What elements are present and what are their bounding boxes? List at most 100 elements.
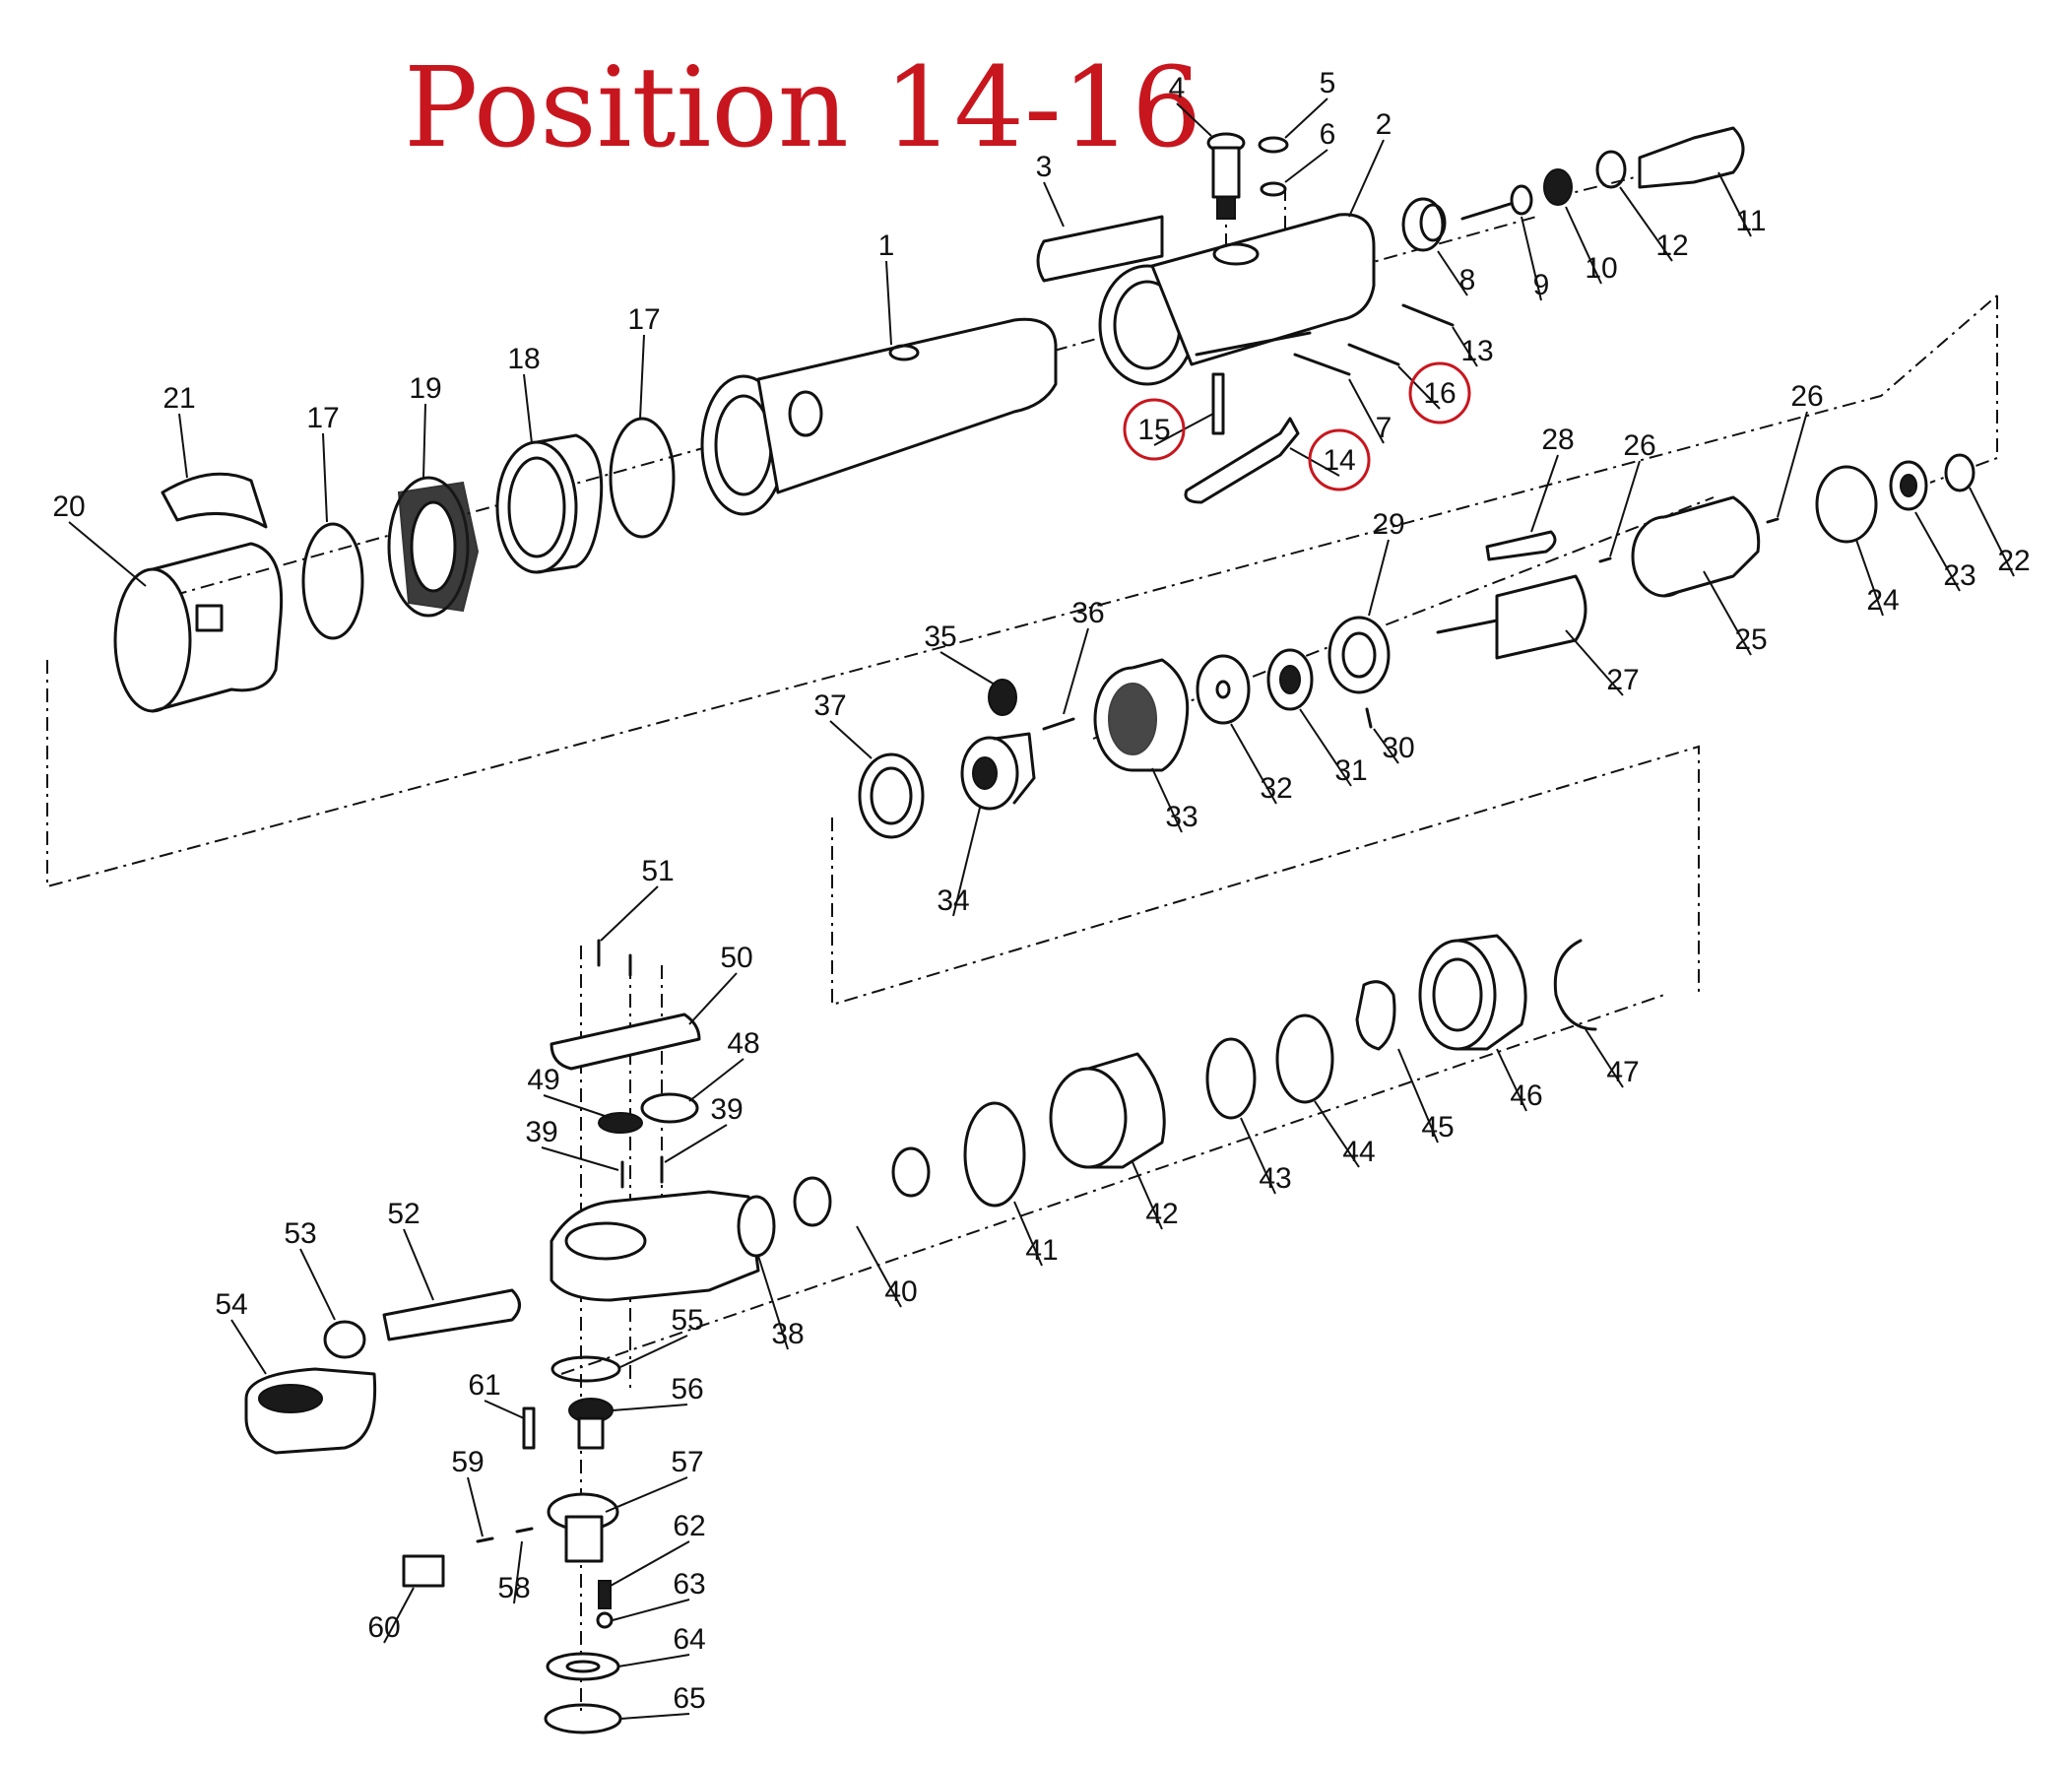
part-label-38[interactable]: 38	[771, 1318, 804, 1350]
part-label-42[interactable]: 42	[1145, 1198, 1178, 1230]
part-label-49[interactable]: 49	[527, 1064, 559, 1096]
part-52-drive-shaft	[382, 1288, 521, 1341]
part-label-60[interactable]: 60	[367, 1611, 400, 1644]
part-label-17[interactable]: 17	[306, 402, 339, 434]
part-label-15[interactable]: 15	[1137, 414, 1170, 446]
leader-line-49	[543, 1094, 612, 1119]
leader-line-29	[1368, 539, 1390, 617]
part-label-2[interactable]: 2	[1376, 108, 1392, 141]
part-label-63[interactable]: 63	[673, 1568, 705, 1601]
part-7-pin	[1293, 353, 1351, 376]
part-58-59-spring-ball	[476, 1527, 534, 1543]
part-15-pin	[1211, 372, 1225, 435]
leader-line-43	[1240, 1117, 1276, 1195]
part-35-planet-gear	[988, 679, 1017, 716]
part-17-o-ring-left	[301, 522, 364, 640]
part-label-56[interactable]: 56	[671, 1373, 703, 1405]
part-label-21[interactable]: 21	[162, 382, 195, 415]
part-label-36[interactable]: 36	[1071, 597, 1104, 629]
leader-line-7	[1348, 378, 1385, 444]
part-label-20[interactable]: 20	[52, 490, 85, 523]
part-label-13[interactable]: 13	[1460, 335, 1493, 367]
leader-line-63	[612, 1599, 690, 1621]
part-label-3[interactable]: 3	[1036, 151, 1053, 183]
part-3-label-plate	[1036, 215, 1164, 283]
part-label-52[interactable]: 52	[387, 1198, 420, 1230]
part-label-33[interactable]: 33	[1165, 801, 1198, 833]
part-label-64[interactable]: 64	[673, 1623, 705, 1656]
part-label-35[interactable]: 35	[924, 621, 956, 653]
part-label-65[interactable]: 65	[673, 1682, 705, 1715]
part-label-55[interactable]: 55	[671, 1304, 703, 1337]
part-label-26[interactable]: 26	[1623, 429, 1655, 462]
leader-line-12	[1619, 186, 1673, 262]
part-label-24[interactable]: 24	[1866, 584, 1899, 617]
part-label-27[interactable]: 27	[1606, 664, 1639, 696]
part-label-11[interactable]: 11	[1735, 205, 1766, 237]
part-label-5[interactable]: 5	[1320, 67, 1336, 99]
part-label-58[interactable]: 58	[497, 1572, 530, 1604]
leader-line-18	[523, 373, 533, 444]
part-20-front-housing	[113, 542, 284, 713]
part-label-6[interactable]: 6	[1320, 118, 1336, 151]
part-label-19[interactable]: 19	[409, 372, 441, 405]
part-label-45[interactable]: 45	[1421, 1111, 1454, 1144]
part-label-7[interactable]: 7	[1376, 412, 1392, 444]
leader-line-35	[939, 651, 996, 686]
part-label-57[interactable]: 57	[671, 1446, 703, 1478]
part-label-46[interactable]: 46	[1510, 1079, 1542, 1112]
leader-line-41	[1013, 1201, 1043, 1267]
part-14-trigger	[1184, 417, 1300, 504]
part-label-32[interactable]: 32	[1260, 772, 1292, 805]
part-label-28[interactable]: 28	[1541, 424, 1574, 456]
part-label-62[interactable]: 62	[673, 1510, 705, 1542]
part-9-valve	[1460, 184, 1533, 221]
part-label-25[interactable]: 25	[1734, 623, 1767, 656]
part-65-retaining-ring	[544, 1703, 622, 1734]
part-label-29[interactable]: 29	[1372, 508, 1404, 541]
part-label-4[interactable]: 4	[1169, 72, 1186, 104]
part-label-39[interactable]: 39	[525, 1116, 557, 1148]
leader-line-23	[1914, 511, 1961, 592]
leader-line-56	[612, 1404, 688, 1411]
part-label-37[interactable]: 37	[813, 689, 846, 722]
part-label-40[interactable]: 40	[884, 1275, 917, 1308]
part-13-pin	[1401, 303, 1455, 327]
part-label-43[interactable]: 43	[1259, 1162, 1291, 1195]
part-label-59[interactable]: 59	[451, 1446, 484, 1478]
part-label-50[interactable]: 50	[720, 942, 752, 974]
part-label-41[interactable]: 41	[1025, 1234, 1058, 1267]
part-label-51[interactable]: 51	[641, 855, 674, 887]
part-label-12[interactable]: 12	[1655, 229, 1688, 262]
leader-line-54	[230, 1319, 267, 1375]
part-label-9[interactable]: 9	[1533, 269, 1550, 301]
part-label-30[interactable]: 30	[1382, 732, 1414, 764]
leader-line-11	[1717, 171, 1752, 237]
part-label-10[interactable]: 10	[1585, 252, 1617, 285]
part-label-53[interactable]: 53	[284, 1217, 316, 1250]
part-30-pin	[1365, 707, 1373, 729]
part-label-26[interactable]: 26	[1790, 380, 1823, 413]
part-label-44[interactable]: 44	[1342, 1136, 1375, 1168]
part-label-16[interactable]: 16	[1423, 377, 1456, 410]
leader-line-61	[484, 1400, 525, 1419]
part-label-47[interactable]: 47	[1606, 1056, 1639, 1088]
part-label-1[interactable]: 1	[878, 229, 895, 262]
part-label-18[interactable]: 18	[507, 343, 540, 375]
part-label-22[interactable]: 22	[1997, 545, 2030, 577]
part-label-54[interactable]: 54	[215, 1288, 247, 1321]
part-label-14[interactable]: 14	[1323, 444, 1355, 477]
part-label-39[interactable]: 39	[710, 1093, 743, 1126]
leader-line-9	[1521, 216, 1542, 301]
part-label-23[interactable]: 23	[1943, 559, 1975, 592]
part-label-31[interactable]: 31	[1334, 754, 1367, 787]
part-23-bearing	[1889, 460, 1928, 511]
part-57-anvil	[547, 1492, 619, 1563]
part-40-needle-bearings	[793, 1146, 931, 1227]
part-label-17[interactable]: 17	[627, 303, 660, 336]
part-label-8[interactable]: 8	[1459, 264, 1476, 296]
part-label-61[interactable]: 61	[468, 1369, 500, 1402]
leader-line-1	[885, 260, 892, 346]
part-label-48[interactable]: 48	[727, 1027, 759, 1060]
part-label-34[interactable]: 34	[937, 884, 969, 917]
